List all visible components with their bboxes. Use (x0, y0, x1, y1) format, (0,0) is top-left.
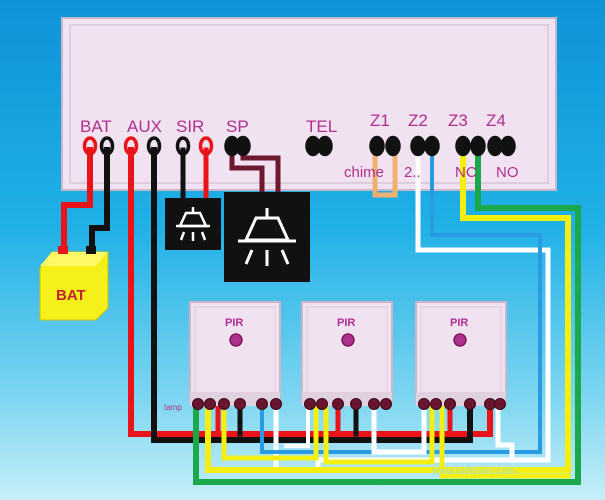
pir-lens-icon (341, 333, 355, 347)
battery-red-wire (61, 147, 93, 255)
pir-terminals (192, 398, 506, 410)
aux-terminal-label: AUX (127, 117, 162, 136)
panel-terminal-labels: BAT AUX SIR SP TEL Z1 Z2 Z3 Z4 chime 2..… (80, 111, 519, 181)
siren-box (165, 198, 221, 250)
z4-terminal-label: Z4 (486, 111, 506, 130)
z3-sub-label: NC (455, 164, 477, 181)
chime-label: chime (344, 164, 384, 181)
pir-sensor-2: PIR (301, 301, 393, 406)
pir-lens-icon (453, 333, 467, 347)
pir-label: PIR (450, 317, 468, 329)
pir-sensor-3: PIR (415, 301, 507, 406)
watermark: www.hafteseir.com (431, 466, 515, 477)
z2-sub-label: 2.. (404, 164, 421, 181)
battery: BAT (39, 246, 109, 321)
sir-terminal-label: SIR (176, 117, 204, 136)
wires (61, 147, 581, 485)
aux-red-wire (128, 147, 493, 437)
speaker-box (224, 192, 310, 282)
siren-icon (176, 207, 210, 241)
battery-black-wire (89, 147, 110, 255)
bat-terminal-label: BAT (80, 117, 112, 136)
pir-sensor-1: PIR (189, 301, 281, 406)
pir-label: PIR (337, 317, 355, 329)
pir-lens-icon (229, 333, 243, 347)
pir-tamper-label: tamp (164, 403, 182, 412)
z1-terminal-label: Z1 (370, 111, 390, 130)
panel-terminals (82, 135, 516, 157)
aux-black-wire (151, 147, 473, 443)
pir-label: PIR (225, 317, 243, 329)
battery-label: BAT (56, 287, 86, 304)
speaker-icon (238, 208, 296, 266)
z4-no-label: NO (496, 164, 519, 181)
control-panel (61, 17, 557, 191)
tel-terminal-label: TEL (306, 117, 337, 136)
z2-terminal-label: Z2 (408, 111, 428, 130)
sp-terminal-label: SP (226, 117, 249, 136)
control-panel-body (61, 17, 557, 191)
z3-terminal-label: Z3 (448, 111, 468, 130)
